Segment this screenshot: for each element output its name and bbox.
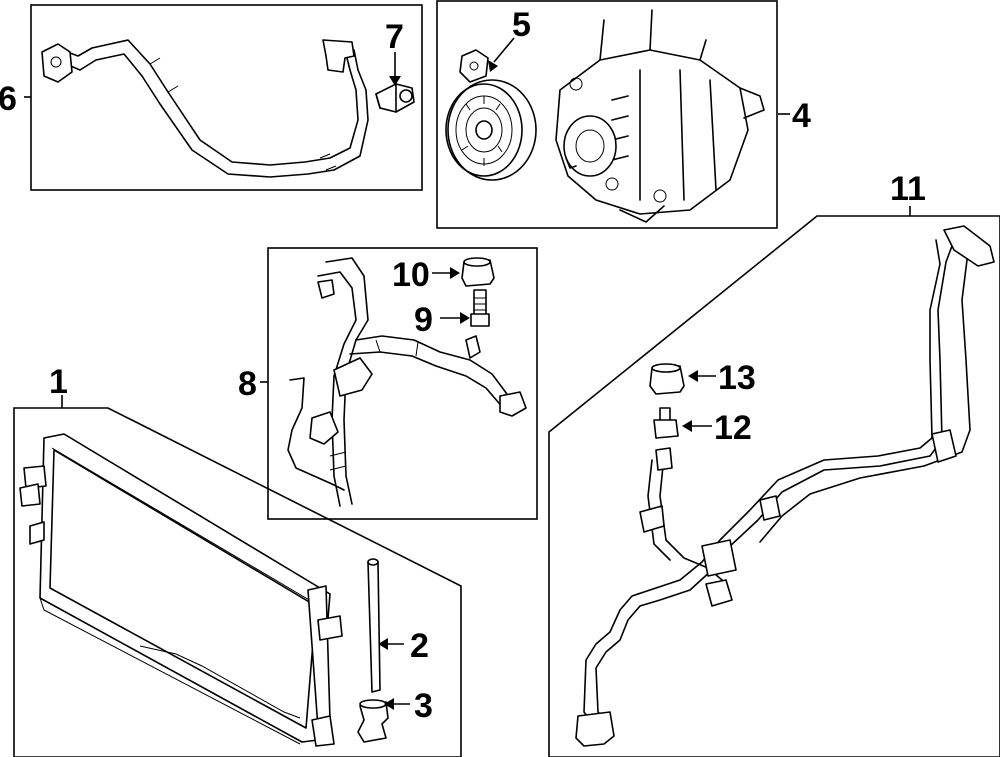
panel-condenser: 1 2 3 <box>13 363 462 757</box>
callout-3: 3 <box>414 687 433 725</box>
panel-liquid-line: 11 12 13 <box>548 170 1000 757</box>
condenser-part <box>19 433 343 747</box>
grommet-13-part <box>649 363 685 395</box>
callout-10: 10 <box>392 256 430 294</box>
callout-12: 12 <box>714 409 752 447</box>
liquid-line-part <box>575 225 995 747</box>
callout-4: 4 <box>792 97 811 135</box>
panel-suction-hose: 8 10 9 <box>238 247 538 520</box>
callout-1: 1 <box>49 363 68 401</box>
callout-2: 2 <box>410 627 429 665</box>
callout-6: 6 <box>0 80 17 118</box>
pressure-switch-part <box>375 83 415 113</box>
grommet-10-part <box>461 257 495 287</box>
suction-hose-part <box>287 257 527 507</box>
cap-3-part <box>357 699 389 743</box>
callout-5: 5 <box>512 6 531 44</box>
callout-13: 13 <box>718 359 756 397</box>
callout-8: 8 <box>238 365 257 403</box>
discharge-hose-part <box>41 39 369 178</box>
leader-5 <box>493 37 515 63</box>
desiccant-2-part <box>367 558 381 693</box>
callout-9: 9 <box>414 301 433 339</box>
clutch-pulley-part <box>445 49 537 181</box>
panel-discharge-hose: 6 7 <box>0 4 423 191</box>
callout-7: 7 <box>385 18 404 56</box>
stud-12-part <box>653 407 679 439</box>
compressor-part <box>555 9 765 223</box>
callout-11: 11 <box>890 170 926 208</box>
panel-compressor: 4 5 <box>436 0 811 229</box>
stud-9-part <box>470 289 490 327</box>
